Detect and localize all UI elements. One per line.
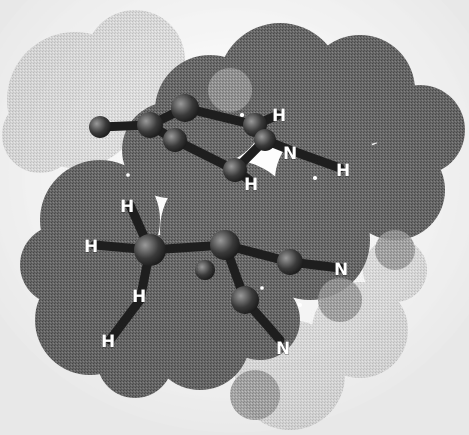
atom-label-h-bottom-left: H [101, 332, 115, 352]
molecular-atoms [89, 94, 303, 314]
atom-label-h-far-right: H [336, 161, 350, 181]
atom-label-n-bottom: N [276, 339, 290, 359]
surface-dots [126, 113, 317, 307]
atom-labels: H N H H H H N H H N [84, 106, 351, 360]
atom-label-n-top: N [283, 144, 297, 164]
atom-label-h-top-lower: H [244, 175, 258, 195]
atom-label-h-mid: H [132, 287, 146, 307]
atom-label-n-right: N [334, 260, 348, 280]
atom-label-h-upper-left: H [120, 197, 134, 217]
atom-label-h-left: H [84, 237, 98, 257]
atom-label-h-top-right: H [272, 106, 286, 126]
mid-surface-highlights [208, 68, 415, 420]
